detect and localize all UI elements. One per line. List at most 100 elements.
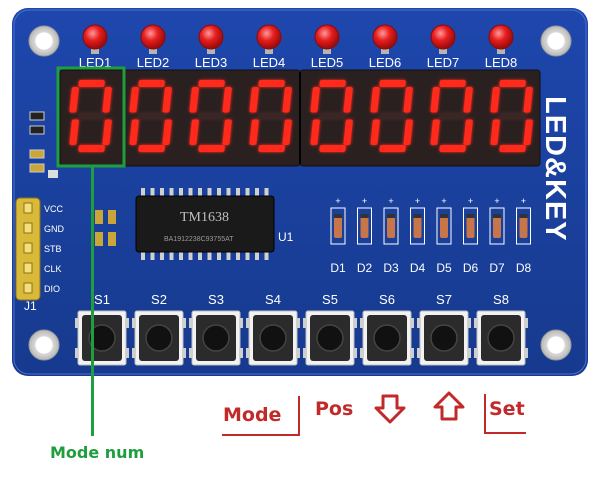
svg-text:+: +: [494, 196, 499, 206]
led-icon: [430, 24, 456, 54]
led-icon: [372, 24, 398, 54]
push-button[interactable]: [360, 310, 414, 366]
svg-text:+: +: [441, 196, 446, 206]
set-annotation: Set: [489, 398, 525, 420]
mounting-hole-icon: [28, 329, 60, 361]
smd-component: [48, 170, 58, 178]
pos-annotation: Pos: [315, 398, 354, 420]
board-side-title: LED&KEY: [539, 96, 571, 242]
pin-label: CLK: [44, 264, 62, 274]
pin-label: DIO: [44, 284, 60, 294]
smd-component: [95, 232, 103, 246]
diode-icon: +: [463, 196, 478, 245]
svg-text:+: +: [362, 196, 367, 206]
button-label: S2: [151, 292, 167, 307]
pin-label: STB: [44, 244, 62, 254]
push-button[interactable]: [474, 310, 528, 366]
seven-segment-digit: [310, 80, 353, 152]
mode-bracket: [222, 396, 300, 436]
button-label: S3: [208, 292, 224, 307]
diode-label: D1: [330, 261, 346, 275]
diode-label: D5: [436, 261, 452, 275]
button-label: S4: [265, 292, 281, 307]
mounting-hole-icon: [28, 25, 60, 57]
button-label: S1: [94, 292, 110, 307]
diode-row: + + + + + + + +: [330, 196, 531, 245]
led-icon: [256, 24, 282, 54]
diode-label: D8: [516, 261, 532, 275]
seven-segment-digit: [69, 80, 112, 152]
led-row: [82, 24, 514, 54]
led-icon: [198, 24, 224, 54]
seven-segment-digit: [189, 80, 232, 152]
push-button[interactable]: [246, 310, 300, 366]
seven-segment-digit: [490, 80, 533, 152]
smd-component: [29, 163, 45, 173]
led-label: LED4: [253, 55, 286, 70]
diode-label: D7: [489, 261, 505, 275]
seven-segment-digit: [370, 80, 413, 152]
connector-reference: J1: [24, 299, 37, 313]
smd-component: [29, 125, 45, 135]
diode-label: D3: [383, 261, 399, 275]
diode-icon: +: [330, 196, 346, 245]
seven-segment-digit: [129, 80, 172, 152]
push-button[interactable]: [75, 310, 129, 366]
smd-component: [108, 210, 116, 224]
svg-text:+: +: [415, 196, 420, 206]
seven-segment-digits: [69, 80, 533, 152]
tm1638-chip: TM1638 BA1912238C93755AT: [135, 188, 275, 260]
led-label: LED3: [195, 55, 228, 70]
smd-component: [108, 232, 116, 246]
diode-icon: +: [516, 196, 531, 245]
mode-annotation: Mode: [223, 404, 282, 426]
pin-label: VCC: [44, 204, 64, 214]
led-label-row: LED1 LED2 LED3 LED4 LED5 LED6 LED7 LED8: [79, 55, 518, 70]
push-button[interactable]: [132, 310, 186, 366]
button-label: S8: [493, 292, 509, 307]
diode-icon: +: [489, 196, 505, 245]
push-button[interactable]: [303, 310, 357, 366]
mounting-hole-icon: [540, 329, 572, 361]
diode-label-row: D1 D2 D3 D4 D5 D6 D7 D8: [330, 261, 531, 275]
mode-num-annotation: Mode num: [50, 443, 145, 462]
diode-icon: +: [357, 196, 372, 245]
smd-component: [29, 111, 45, 121]
pcb-edge: [13, 9, 587, 375]
set-bracket: [484, 394, 526, 434]
tm1638-led-key-board: LED1 LED2 LED3 LED4 LED5 LED6 LED7 LED8 LED&KEY…: [12, 8, 588, 376]
diode-label: D6: [463, 261, 479, 275]
mode-num-pointer-line: [91, 165, 94, 436]
mounting-hole-icon: [540, 25, 572, 57]
button-label: S6: [379, 292, 395, 307]
diode-label: D4: [410, 261, 426, 275]
button-label: S5: [322, 292, 338, 307]
led-label: LED2: [137, 55, 170, 70]
diode-label: D2: [357, 261, 373, 275]
led-label: LED7: [427, 55, 460, 70]
chip-reference: U1: [278, 230, 294, 244]
push-button[interactable]: [417, 310, 471, 366]
push-button[interactable]: [189, 310, 243, 366]
diode-icon: +: [383, 196, 399, 245]
led-label: LED1: [79, 55, 112, 70]
led-label: LED5: [311, 55, 344, 70]
led-icon: [140, 24, 166, 54]
seven-segment-digit: [249, 80, 292, 152]
seven-segment-digit: [430, 80, 473, 152]
svg-text:+: +: [388, 196, 393, 206]
led-label: LED6: [369, 55, 402, 70]
led-icon: [314, 24, 340, 54]
pin-header: [15, 197, 41, 301]
led-label: LED8: [485, 55, 518, 70]
button-row: [75, 310, 528, 366]
smd-component: [29, 149, 45, 159]
svg-text:+: +: [521, 196, 526, 206]
diode-icon: +: [436, 196, 452, 245]
led-icon: [82, 24, 108, 54]
chip-label: TM1638: [180, 210, 229, 225]
diode-icon: +: [410, 196, 425, 245]
up-arrow-icon: [433, 391, 465, 421]
